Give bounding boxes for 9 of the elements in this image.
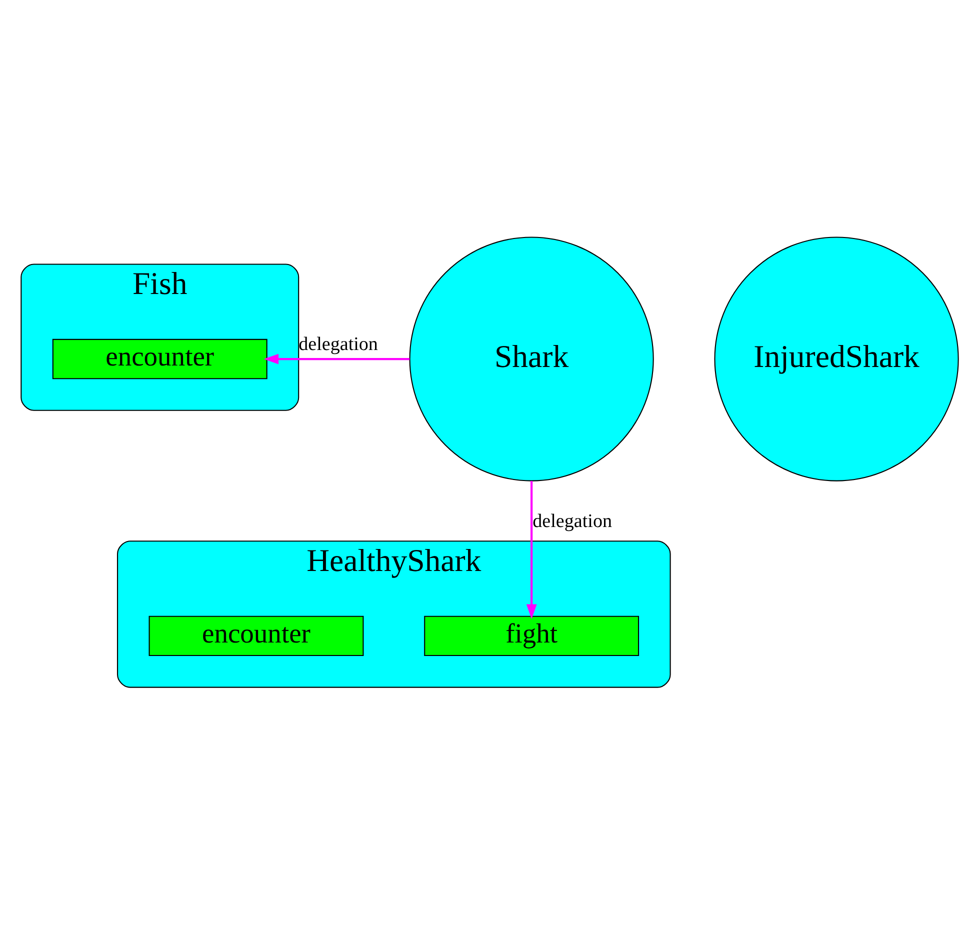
edge-label: delegation: [532, 510, 612, 532]
node-circle: Shark: [409, 236, 654, 482]
node-box: encounter: [52, 338, 268, 380]
node-circle: InjuredShark: [714, 236, 959, 482]
arrow: [264, 354, 410, 364]
node-box: encounter: [148, 616, 364, 656]
node-box: fight: [424, 616, 640, 656]
arrow: [526, 481, 537, 620]
edge-label: delegation: [298, 334, 378, 355]
